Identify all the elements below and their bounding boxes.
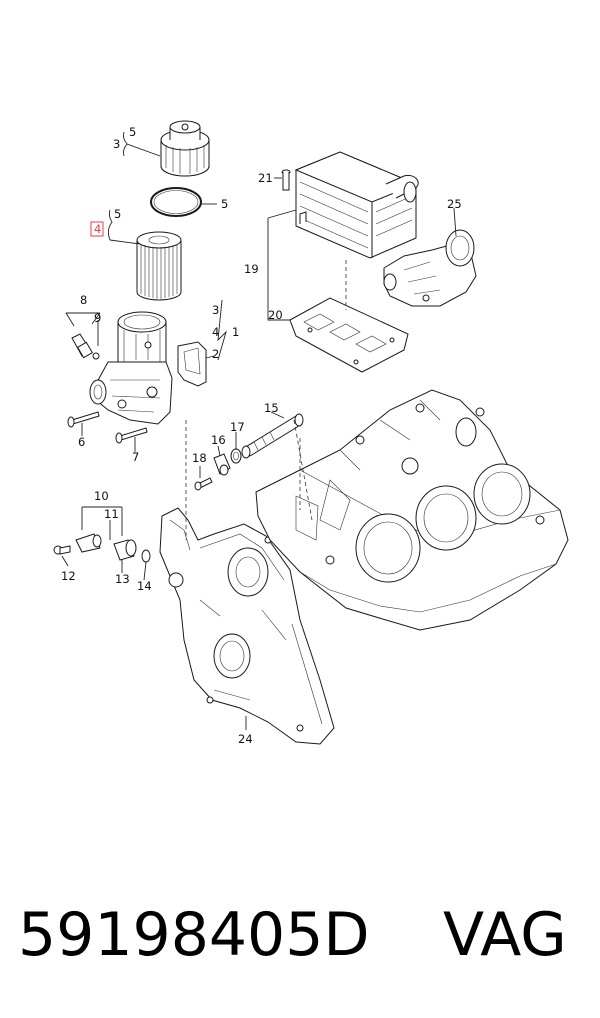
callout-12: 12 [61,569,76,583]
callout-1: 1 [232,325,239,339]
callout-3: 3 [113,137,120,151]
brand-name: VAG [443,900,567,970]
oil-cooler [294,151,419,259]
bolt [194,477,213,491]
oil-filter-cap [160,120,210,177]
oil-pressure-sensor [71,333,100,360]
coolant-thermostat-housing [383,229,477,307]
callout-16: 16 [211,433,226,447]
sleeve [113,539,137,561]
callout-25: 25 [447,197,462,211]
callout-14: 14 [137,579,152,593]
callout-2: 2 [212,347,219,361]
callout-labels: 3 5 5 5 4 3 4 1 2 8 9 6 7 21 19 20 25 15… [61,125,462,746]
callout-3: 3 [212,303,219,317]
callout-5: 5 [221,197,228,211]
callout-13: 13 [115,572,130,586]
callout-5: 5 [129,125,136,139]
timing-chain-cover [159,507,335,745]
gasket [177,341,207,387]
leader-lines [61,131,457,730]
switch [213,453,231,476]
exploded-parts-diagram: 3 5 5 5 4 3 4 1 2 8 9 6 7 21 19 20 25 15… [53,120,569,746]
callout-4: 4 [94,222,101,236]
oil-filter-housing [89,311,173,425]
callout-4: 4 [212,325,219,339]
seal-ring [230,448,242,464]
callout-10: 10 [94,489,109,503]
callout-5: 5 [114,207,121,221]
callout-15: 15 [264,401,279,415]
callout-24: 24 [238,732,253,746]
callout-7: 7 [132,450,139,464]
callout-6: 6 [78,435,85,449]
bolt [67,411,100,428]
callout-17: 17 [230,420,245,434]
callout-18: 18 [192,451,207,465]
cooler-gasket [289,297,409,373]
engine-block [255,389,569,631]
callout-9: 9 [94,311,101,325]
callout-11: 11 [104,507,119,521]
o-ring [150,187,202,217]
part-number: 59198405D [18,900,370,970]
o-ring-small [141,549,151,563]
callout-21: 21 [258,171,273,185]
callout-8: 8 [80,293,87,307]
highlight-box [90,221,104,237]
temperature-sender [75,533,102,553]
camshaft-sensor [241,413,304,459]
callout-20: 20 [268,308,283,322]
oil-filter-element [136,231,182,301]
bolt [53,545,71,555]
callout-19: 19 [244,262,259,276]
bolt [115,427,148,444]
alignment-lines [185,260,347,540]
bolt [281,169,291,191]
footer: 59198405D VAG [0,895,600,975]
